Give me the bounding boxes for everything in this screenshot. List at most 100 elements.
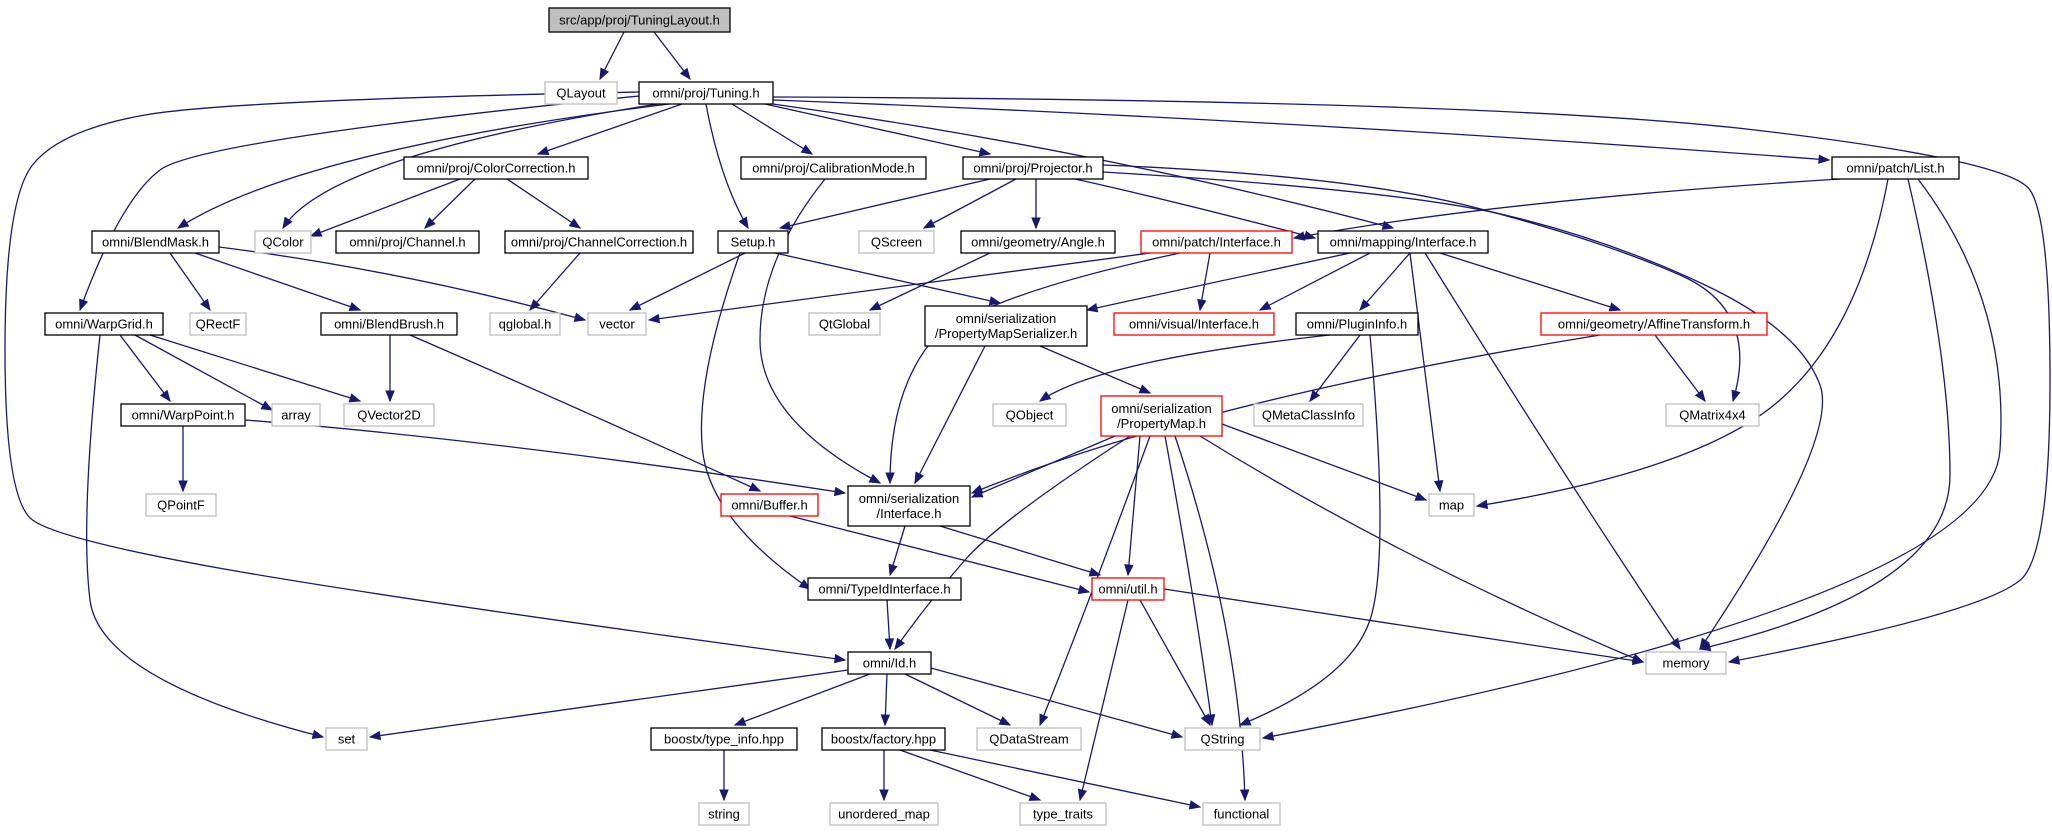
node-blendbrush[interactable]: omni/BlendBrush.h <box>320 312 458 336</box>
edge-tuning-to-calibmode <box>731 103 814 155</box>
node-label: omni/BlendMask.h <box>102 235 209 250</box>
node-label: omni/visual/Interface.h <box>1129 317 1259 332</box>
node-label: type_traits <box>1033 807 1093 822</box>
edge-tuning-to-colorcorr <box>536 103 683 156</box>
edge-blendmask-to-qrectf <box>169 252 211 312</box>
node-label: omni/Buffer.h <box>731 498 807 513</box>
edge-plugininfo-to-qobject <box>1038 334 1331 402</box>
node-label: QLayout <box>556 86 606 101</box>
node-label: omni/Id.h <box>863 656 916 671</box>
node-patchlist[interactable]: omni/patch/List.h <box>1831 156 1960 180</box>
node-label: omni/PluginInfo.h <box>1307 317 1407 332</box>
node-affine[interactable]: omni/geometry/AffineTransform.h <box>1540 312 1768 336</box>
node-qstring: QString <box>1184 727 1261 751</box>
node-box <box>962 156 1104 180</box>
node-box <box>847 485 971 527</box>
node-box <box>1428 493 1475 517</box>
node-patchiface[interactable]: omni/patch/Interface.h <box>1140 230 1293 254</box>
edge-root-to-qlayout <box>599 31 625 81</box>
dependency-edges <box>4 31 2051 810</box>
node-angle[interactable]: omni/geometry/Angle.h <box>960 230 1116 254</box>
node-qdatastream: QDataStream <box>976 727 1082 751</box>
edge-util-to-qstring <box>1139 599 1211 727</box>
node-warppoint[interactable]: omni/WarpPoint.h <box>120 403 246 427</box>
edge-patchlist-to-map <box>1475 178 1889 510</box>
edge-tuning-to-patchlist <box>772 99 1831 164</box>
node-label: array <box>281 408 311 423</box>
node-projector[interactable]: omni/proj/Projector.h <box>962 156 1104 180</box>
node-tuning[interactable]: omni/proj/Tuning.h <box>638 81 774 105</box>
node-setup[interactable]: Setup.h <box>717 230 789 254</box>
edge-plugininfo-to-qmetaclassinfo <box>1309 334 1361 403</box>
node-box <box>1540 312 1768 336</box>
node-channel[interactable]: omni/proj/Channel.h <box>335 230 480 254</box>
edge-setup-to-pmser <box>774 252 1002 306</box>
node-util[interactable]: omni/util.h <box>1091 577 1165 601</box>
node-label: boostx/type_info.hpp <box>664 732 784 747</box>
node-colorcorr[interactable]: omni/proj/ColorCorrection.h <box>403 156 589 180</box>
node-propmap[interactable]: omni/serialization/PropertyMap.h <box>1100 395 1223 437</box>
node-label: omni/proj/ChannelCorrection.h <box>511 235 687 250</box>
node-buffer[interactable]: omni/Buffer.h <box>720 493 819 517</box>
node-label: boostx/factory.hpp <box>831 732 936 747</box>
node-calibmode[interactable]: omni/proj/CalibrationMode.h <box>740 156 927 180</box>
node-plugininfo[interactable]: omni/PluginInfo.h <box>1295 312 1419 336</box>
node-idh[interactable]: omni/Id.h <box>847 651 932 675</box>
node-typeinfo[interactable]: boostx/type_info.hpp <box>650 727 798 751</box>
node-qrectf: QRectF <box>189 312 247 336</box>
node-qcolor: QColor <box>254 230 312 254</box>
edge-buffer-to-util <box>789 515 1091 595</box>
edge-mapiface-to-visiface <box>1258 252 1371 311</box>
node-box <box>1253 403 1364 427</box>
node-warpgrid[interactable]: omni/WarpGrid.h <box>44 312 164 336</box>
node-label: /PropertyMapSerializer.h <box>935 326 1077 341</box>
node-box <box>847 651 932 675</box>
node-label: qglobal.h <box>499 317 552 332</box>
edge-propmap-to-map <box>1221 423 1428 501</box>
node-qpointf: QPointF <box>145 493 217 517</box>
node-label: Setup.h <box>731 235 776 250</box>
node-typeid[interactable]: omni/TypeIdInterface.h <box>807 577 962 601</box>
edge-setup-to-vector <box>628 252 746 311</box>
edge-warppoint-to-qpointf <box>178 426 188 493</box>
node-chancorr[interactable]: omni/proj/ChannelCorrection.h <box>504 230 694 254</box>
node-box <box>992 403 1067 427</box>
node-label: omni/proj/CalibrationMode.h <box>752 161 915 176</box>
edge-propmap-to-qstring <box>1164 435 1216 727</box>
edge-idh-to-factory <box>880 673 891 727</box>
edge-propmap-to-seriface <box>970 435 1116 498</box>
node-typetraits: type_traits <box>1019 802 1107 826</box>
edge-tuning-to-warpgrid <box>79 95 640 312</box>
edge-projector-to-setup <box>778 178 991 231</box>
node-label: omni/proj/Tuning.h <box>652 86 759 101</box>
node-factory[interactable]: boostx/factory.hpp <box>821 727 946 751</box>
edge-seriface-to-util <box>939 525 1102 577</box>
node-box <box>1645 651 1727 675</box>
node-seriface[interactable]: omni/serialization/Interface.h <box>847 485 971 527</box>
edge-root-to-tuning <box>653 31 691 81</box>
node-label: set <box>338 732 356 747</box>
edge-projector-to-angle <box>1031 179 1041 230</box>
edge-mapiface-to-plugininfo <box>1359 252 1411 312</box>
node-box <box>1100 395 1223 437</box>
edge-calibmode-to-seriface <box>759 178 882 484</box>
node-visiface[interactable]: omni/visual/Interface.h <box>1113 312 1275 336</box>
node-root[interactable]: src/app/proj/TuningLayout.h <box>548 7 731 33</box>
node-mapiface[interactable]: omni/mapping/Interface.h <box>1317 230 1489 254</box>
edge-mapiface-to-memory <box>1424 252 1681 651</box>
node-pmser[interactable]: omni/serialization/PropertyMapSerializer… <box>924 305 1088 347</box>
node-label: omni/proj/Channel.h <box>349 235 465 250</box>
node-box <box>145 493 217 517</box>
node-label: QDataStream <box>989 732 1068 747</box>
node-blendmask[interactable]: omni/BlendMask.h <box>91 230 220 254</box>
node-box <box>976 727 1082 751</box>
node-qscreen: QScreen <box>858 230 935 254</box>
edge-mapiface-to-pmser <box>1085 252 1351 313</box>
node-qvector2d: QVector2D <box>343 403 435 427</box>
node-label: omni/proj/ColorCorrection.h <box>417 161 576 176</box>
edge-colorcorr-to-qcolor <box>309 178 461 237</box>
node-box <box>720 493 819 517</box>
node-box <box>489 312 561 336</box>
